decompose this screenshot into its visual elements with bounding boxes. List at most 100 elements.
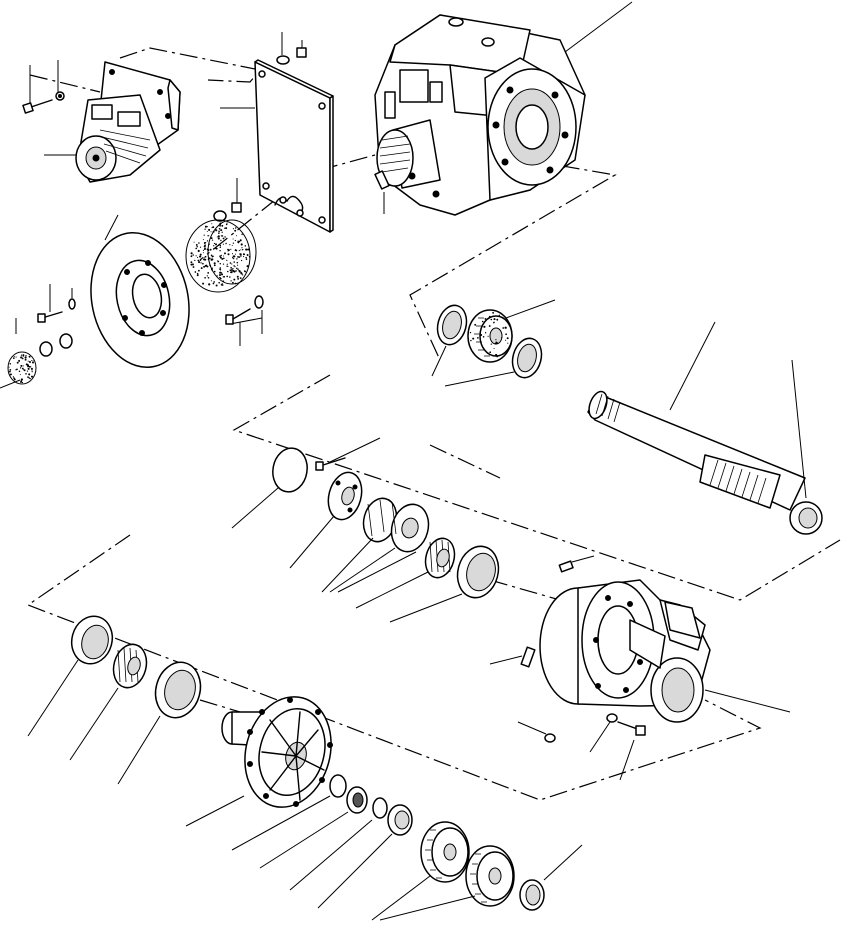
texture-speck bbox=[241, 274, 244, 276]
texture-speck bbox=[232, 269, 235, 272]
o-ring bbox=[231, 447, 308, 529]
texture-speck bbox=[210, 231, 212, 233]
end-cap bbox=[289, 471, 363, 569]
texture-speck bbox=[240, 259, 243, 262]
texture-speck bbox=[194, 271, 197, 273]
needle-bearing bbox=[259, 786, 368, 869]
texture-speck bbox=[223, 255, 225, 257]
texture-speck bbox=[238, 249, 240, 252]
texture-speck bbox=[470, 339, 472, 342]
texture-speck bbox=[237, 268, 239, 270]
texture-speck bbox=[206, 230, 208, 232]
texture-speck bbox=[15, 356, 17, 358]
texture-speck bbox=[217, 260, 219, 262]
texture-speck bbox=[30, 367, 33, 370]
texture-speck bbox=[237, 264, 239, 266]
texture-speck bbox=[20, 378, 23, 381]
texture-speck bbox=[207, 235, 209, 237]
planet-gear-2 bbox=[379, 845, 515, 921]
texture-speck bbox=[229, 276, 231, 278]
texture-speck bbox=[198, 242, 200, 244]
texture-speck bbox=[196, 245, 198, 248]
texture-speck bbox=[221, 273, 223, 276]
texture-speck bbox=[226, 222, 228, 224]
texture-speck bbox=[505, 333, 507, 336]
texture-speck bbox=[220, 272, 223, 274]
texture-speck bbox=[19, 367, 22, 369]
texture-speck bbox=[246, 265, 249, 268]
texture-speck bbox=[197, 256, 199, 259]
texture-speck bbox=[220, 254, 222, 257]
texture-speck bbox=[213, 245, 215, 247]
texture-speck bbox=[206, 240, 209, 242]
texture-speck bbox=[221, 283, 223, 285]
texture-speck bbox=[218, 282, 220, 284]
texture-speck bbox=[225, 223, 228, 226]
texture-speck bbox=[21, 381, 24, 384]
thrust-washer bbox=[231, 774, 347, 851]
texture-speck bbox=[238, 240, 241, 243]
texture-speck bbox=[212, 226, 215, 229]
texture-speck bbox=[229, 262, 232, 264]
texture-speck bbox=[238, 256, 241, 258]
planet-gear-1 bbox=[371, 821, 470, 921]
texture-speck bbox=[227, 249, 230, 252]
texture-speck bbox=[495, 339, 497, 341]
bearing-cone-lower bbox=[69, 643, 148, 761]
texture-speck bbox=[502, 327, 505, 329]
texture-speck bbox=[487, 335, 489, 337]
texture-speck bbox=[233, 278, 236, 281]
texture-speck bbox=[218, 273, 222, 277]
texture-speck bbox=[232, 238, 234, 240]
texture-speck bbox=[19, 374, 21, 375]
texture-speck bbox=[211, 256, 213, 258]
texture-speck bbox=[214, 243, 218, 246]
texture-speck bbox=[232, 257, 235, 260]
texture-speck bbox=[231, 253, 234, 255]
texture-speck bbox=[20, 354, 23, 356]
texture-speck bbox=[207, 276, 210, 279]
texture-speck bbox=[207, 258, 210, 260]
texture-speck bbox=[202, 252, 204, 254]
texture-speck bbox=[29, 377, 31, 380]
hub-bolt bbox=[517, 713, 646, 781]
texture-speck bbox=[27, 367, 30, 370]
texture-speck bbox=[215, 284, 218, 287]
texture-speck bbox=[200, 267, 203, 270]
disc-fasteners bbox=[37, 284, 76, 323]
texture-speck bbox=[219, 249, 221, 252]
texture-speck bbox=[193, 241, 195, 243]
spacer-ring bbox=[289, 797, 388, 891]
spur-gear-upper bbox=[467, 299, 556, 363]
texture-speck bbox=[224, 236, 226, 238]
texture-speck bbox=[211, 239, 214, 241]
texture-speck bbox=[247, 248, 249, 251]
gearbox-housing bbox=[374, 1, 633, 216]
texture-speck bbox=[205, 241, 207, 244]
texture-speck bbox=[192, 254, 194, 256]
texture-speck bbox=[220, 283, 223, 286]
bearing-cup bbox=[389, 545, 500, 623]
texture-speck bbox=[213, 242, 216, 245]
texture-speck bbox=[219, 244, 222, 247]
texture-speck bbox=[239, 239, 242, 242]
texture-speck bbox=[217, 235, 220, 238]
texture-speck bbox=[230, 271, 232, 274]
texture-speck bbox=[219, 276, 221, 279]
texture-speck bbox=[483, 325, 486, 328]
texture-speck bbox=[237, 278, 240, 280]
texture-speck bbox=[215, 229, 218, 232]
snap-ring-right bbox=[444, 337, 543, 387]
taper-bearing-cone bbox=[355, 537, 456, 609]
texture-speck bbox=[236, 235, 237, 237]
texture-speck bbox=[9, 363, 12, 365]
texture-speck bbox=[206, 265, 209, 268]
bearing-cup-lower bbox=[27, 615, 114, 737]
texture-speck bbox=[199, 246, 202, 248]
texture-speck bbox=[208, 228, 211, 231]
texture-speck bbox=[210, 280, 212, 282]
texture-speck bbox=[190, 255, 193, 258]
texture-speck bbox=[20, 356, 23, 359]
texture-speck bbox=[194, 259, 196, 262]
texture-speck bbox=[232, 228, 234, 230]
